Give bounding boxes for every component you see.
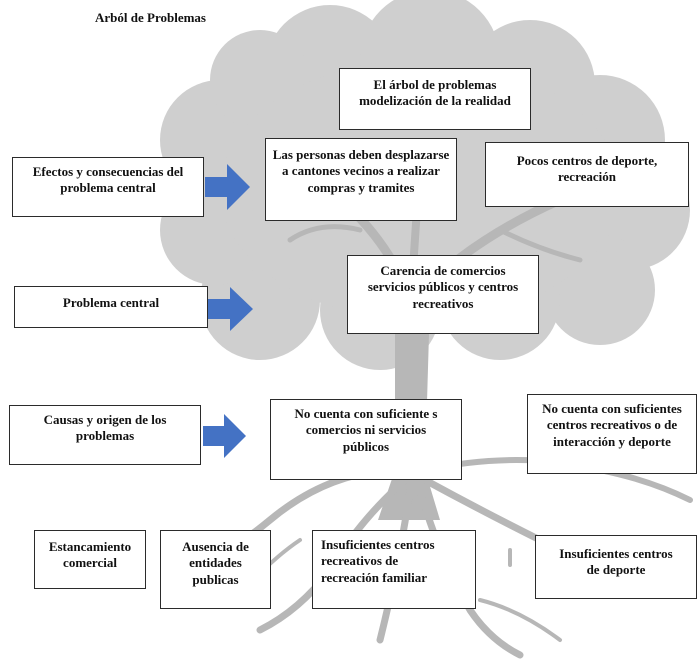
root-box-family-recreation: Insuficientes centros recreativos de rec… bbox=[312, 530, 476, 609]
cause-box-commerce: No cuenta con suficiente s comercios ni … bbox=[270, 399, 462, 480]
causes-label: Causas y origen de los problemas bbox=[9, 405, 201, 465]
root-box-sports-centers: Insuficientes centros de deporte bbox=[535, 535, 697, 599]
arrow-right-icon bbox=[203, 414, 246, 458]
effects-label: Efectos y consecuencias del problema cen… bbox=[12, 157, 204, 217]
effect-box-sports: Pocos centros de deporte, recreación bbox=[485, 142, 689, 207]
central-problem-label: Problema central bbox=[14, 286, 208, 328]
effect-box-displacement: Las personas deben desplazarse a cantone… bbox=[265, 138, 457, 221]
arrow-right-icon bbox=[208, 287, 253, 331]
cause-box-recreation: No cuenta con suficientes centros recrea… bbox=[527, 394, 697, 474]
central-problem-box: Carencia de comercios servicios públicos… bbox=[347, 255, 539, 334]
page-title: Arból de Problemas bbox=[95, 10, 206, 25]
model-box: El árbol de problemas modelización de la… bbox=[339, 68, 531, 130]
root-box-public-entities: Ausencia de entidades publicas bbox=[160, 530, 271, 609]
root-box-commercial-stagnation: Estancamiento comercial bbox=[34, 530, 146, 589]
arrow-right-icon bbox=[205, 164, 250, 210]
